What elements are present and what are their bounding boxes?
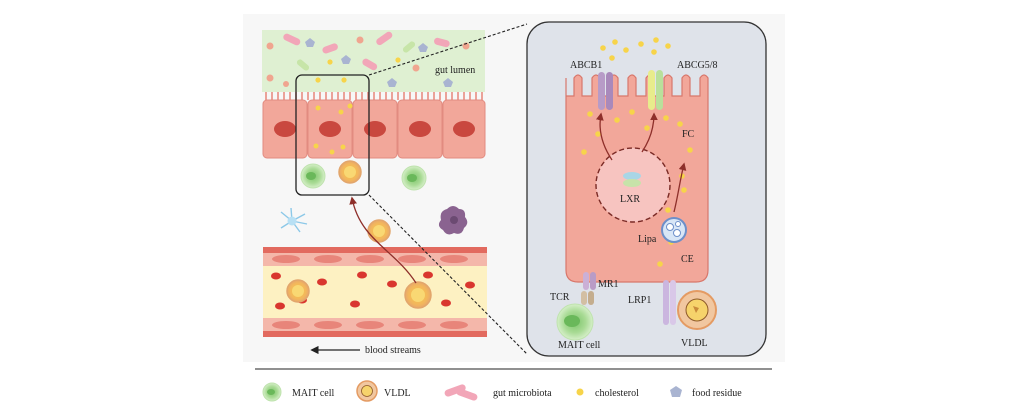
gut-lumen-label: gut lumen	[435, 65, 475, 76]
legend-label: gut microbiota	[493, 388, 552, 399]
vldl-icon	[356, 380, 378, 402]
lxr-receptor	[623, 172, 641, 187]
legend-label: food residue	[692, 388, 742, 399]
lxr-to-abcg58-arrow	[641, 112, 658, 153]
legend-label: VLDL	[384, 388, 411, 399]
abcb1-label: ABCB1	[570, 60, 602, 71]
mait-cell-label: MAIT cell	[558, 340, 601, 351]
zoom-line-top	[368, 23, 528, 76]
lxr-label: LXR	[620, 194, 640, 205]
zoom-box	[295, 74, 370, 196]
cholesterol-icon	[576, 388, 584, 396]
mr1-tcr-complex	[581, 272, 596, 305]
lrp1-label: LRP1	[628, 295, 651, 306]
legend-label: MAIT cell	[292, 388, 335, 399]
lipa-lysosome	[661, 217, 687, 243]
abcb1-transporter	[598, 72, 613, 110]
ce-label: CE	[681, 254, 694, 265]
blood-streams-label: blood streams	[365, 345, 421, 356]
mait-cell	[556, 303, 594, 341]
vldl-uptake-arrow	[349, 196, 417, 284]
lrp1-receptor	[663, 280, 676, 325]
mait-cell-icon	[262, 382, 282, 402]
lipa-label: Lipa	[638, 234, 657, 245]
lamina-propria-cells	[280, 160, 468, 243]
blood-vessel	[263, 247, 487, 337]
mr1-label: MR1	[598, 279, 619, 290]
legend-label: cholesterol	[595, 388, 639, 399]
gut-lumen-region: gut lumen	[262, 30, 485, 92]
food-residue-icon	[670, 386, 682, 397]
tcr-label: TCR	[550, 292, 570, 303]
fc-label: FC	[682, 129, 695, 140]
zoom-line-bottom	[368, 194, 528, 355]
abcg58-label: ABCG5/8	[677, 60, 718, 71]
lxr-to-abcb1-arrow	[596, 112, 613, 161]
gut-microbiota-icon	[444, 384, 478, 401]
fc-efflux-arrow	[673, 162, 687, 213]
abcg58-transporter	[648, 70, 663, 110]
enterocyte-inset: ABCB1 ABCG5/8 FC LXR Lipa CE	[526, 21, 767, 357]
vldl-label: VLDL	[681, 338, 708, 349]
vldl-particle	[677, 290, 717, 330]
legend: MAIT cell VLDL gut microbiota cholestero…	[262, 380, 742, 402]
